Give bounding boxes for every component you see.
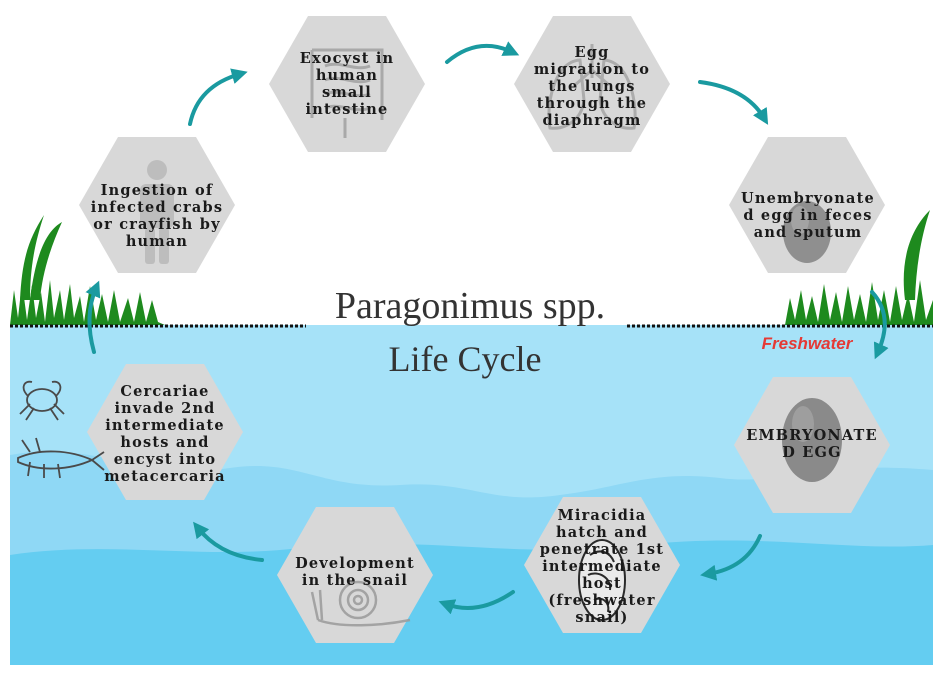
diagram-title-line2: Life Cycle — [388, 339, 542, 379]
hexagon-exocyst — [269, 16, 425, 152]
stage-label-embryonated-egg: EMBRYONATE D EGG — [746, 427, 878, 461]
stage-label-unembryonated-egg: Unembryonate d egg in feces and sputum — [741, 189, 875, 241]
human-icon — [140, 160, 174, 264]
hexagon-cercariae — [87, 364, 243, 500]
stage-label-egg-migration: Egg migration to the lungs through the d… — [533, 43, 651, 129]
stage-label-exocyst: Exocyst in human small intestine — [299, 50, 395, 118]
arrow-ingestion-to-exocyst — [188, 68, 248, 126]
diagram-title-line1: Paragonimus spp. — [334, 285, 606, 327]
grass-left — [10, 215, 165, 325]
hexagon-egg-migration — [514, 16, 670, 152]
arrow-exocyst-to-migration — [445, 41, 520, 64]
snail-icon — [310, 580, 411, 627]
arrow-migration-to-unembryonated — [698, 80, 769, 125]
freshwater-label: Freshwater — [761, 334, 853, 353]
crab-crayfish-icon — [17, 380, 105, 479]
stage-label-cercariae: Cercariae invade 2nd intermediate hosts … — [104, 383, 226, 485]
cycle-arrows — [85, 41, 889, 615]
stage-label-ingestion: Ingestion of infected crabs or crayfish … — [90, 182, 224, 250]
stage-label-miracidia: Miracidia hatch and penetrate 1st interm… — [539, 506, 665, 626]
hexagons — [79, 16, 890, 643]
arrow-embryonated-to-miracidia — [700, 534, 762, 581]
miracidium-icon — [578, 539, 626, 621]
arrow-cercariae-to-ingestion — [85, 280, 101, 354]
arrow-snail-to-cercariae — [193, 521, 264, 562]
arrow-unembryonated-to-embryonated — [870, 290, 889, 360]
grass-right — [785, 210, 933, 325]
lungs-icon — [547, 44, 637, 130]
stage-label-snail-development: Development in the snail — [295, 555, 415, 589]
arrow-miracidia-to-snail — [438, 590, 515, 615]
unembryonated-egg-icon — [783, 201, 831, 263]
embryonated-egg-icon — [782, 398, 842, 482]
intestine-icon — [310, 48, 384, 138]
